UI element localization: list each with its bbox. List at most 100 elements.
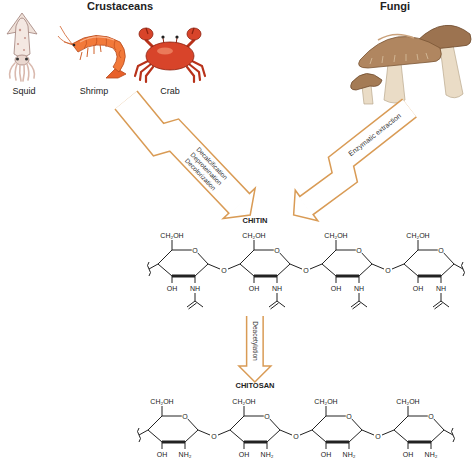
- chitosan-structure: [138, 406, 455, 449]
- chemical-group-label: CH₂OH: [232, 398, 256, 405]
- node-title: Crustaceans: [60, 0, 180, 13]
- crab-eye: [161, 35, 164, 38]
- chemical-group-label: O: [303, 267, 309, 274]
- crab-pincer: [146, 28, 194, 34]
- chemical-group-label: O: [221, 267, 227, 274]
- crab-eye: [175, 35, 178, 38]
- chemical-group-label: OH: [330, 285, 342, 292]
- chemical-group-label: OH: [156, 451, 168, 458]
- squid-spot: [17, 43, 19, 45]
- source-group: CrustaceansSquid ShrimpCrab: [0, 0, 210, 100]
- shrimp-antennae: [58, 26, 73, 45]
- sugar-ring: [148, 406, 198, 449]
- squid-eye: [16, 58, 19, 61]
- chemical-group-label: CH₂OH: [242, 232, 266, 239]
- chemical-group-label: CH₂OH: [314, 398, 338, 405]
- source-item: Crab: [135, 18, 205, 100]
- shrimp-illustration: [58, 26, 126, 78]
- squid-spot: [19, 29, 21, 31]
- mushroom-gills: [370, 53, 428, 64]
- mushroom-cap: [359, 36, 442, 68]
- squid-spot: [24, 37, 26, 39]
- chemical-group-label: O: [211, 433, 217, 440]
- sugar-ring: [322, 240, 372, 283]
- chemical-group-label: O: [274, 247, 280, 254]
- mushroom-illustration: [351, 25, 471, 104]
- sugar-ring: [240, 240, 290, 283]
- mushroom-cap: [351, 73, 382, 90]
- sugar-ring: [158, 240, 208, 283]
- chemical-group-label: O: [182, 413, 188, 420]
- source-caption: Shrimp: [55, 86, 133, 96]
- mushroom-highlight: [378, 34, 414, 40]
- chemical-group-label: CH₂OH: [160, 232, 184, 239]
- node-title: CHITIN: [225, 217, 285, 226]
- source-caption: Crab: [135, 86, 205, 96]
- acetyl-group: [269, 293, 285, 309]
- chemical-group-label: OH: [402, 451, 414, 458]
- chemical-group-label: O: [264, 413, 270, 420]
- crab-body: [146, 42, 194, 70]
- chemical-group-label: NH₂: [342, 451, 356, 458]
- process-arrow: [239, 316, 271, 382]
- chemical-group-label: NH: [353, 285, 364, 292]
- process-step-label: Enzymatic extraction: [347, 112, 403, 158]
- chemical-group-label: CH₂OH: [150, 398, 174, 405]
- chemical-group-label: O: [428, 413, 434, 420]
- source-caption: Squid: [0, 86, 48, 96]
- arrow-head: [239, 366, 271, 382]
- chemical-group-label: OH: [248, 285, 260, 292]
- source-item: Squid: [0, 18, 48, 100]
- chemical-group-label: O: [356, 247, 362, 254]
- sugar-ring: [394, 406, 444, 449]
- process-arrow: [126, 100, 255, 219]
- acetyl-group: [351, 293, 367, 309]
- arrow-band-fill: [247, 316, 262, 368]
- chemical-group-label: NH₂: [178, 451, 192, 458]
- product-structure: CHITIN: [140, 215, 474, 316]
- mushroom-stem: [440, 45, 463, 98]
- chemical-group-label: CH₂OH: [324, 232, 348, 239]
- chemical-group-label: O: [346, 413, 352, 420]
- node-title: Fungi: [365, 0, 425, 13]
- chemical-group-label: CH₂OH: [406, 232, 430, 239]
- chemical-group-label: NH₂: [424, 451, 438, 458]
- squid-eye: [25, 58, 28, 61]
- squid-mantle: [14, 18, 30, 57]
- squid-spot: [23, 49, 25, 51]
- chemical-group-label: O: [192, 247, 198, 254]
- process-step-label: Decalcification Deproteination Decoloriz…: [173, 135, 239, 202]
- squid-tentacles: [10, 63, 35, 81]
- source-group: Fungi: [345, 0, 474, 108]
- sugar-ring: [404, 240, 454, 283]
- chitin-structure: [148, 240, 465, 309]
- chemical-group-label: O: [375, 433, 381, 440]
- chain-end: [148, 262, 465, 276]
- chemical-group-label: NH: [271, 285, 282, 292]
- acetyl-group: [187, 293, 203, 309]
- mushroom-stem: [384, 63, 405, 103]
- sugar-ring: [312, 406, 362, 449]
- node-title: CHITOSAN: [225, 382, 285, 391]
- chemical-group-label: O: [385, 267, 391, 274]
- chemical-group-label: OH: [166, 285, 178, 292]
- chemical-group-label: NH: [189, 285, 200, 292]
- squid-illustration: [7, 13, 37, 81]
- arrow-band-fill: [305, 108, 409, 206]
- arrow-band-fill: [126, 100, 240, 204]
- chemical-group-label: NH₂: [260, 451, 274, 458]
- chemical-group-label: O: [293, 433, 299, 440]
- shrimp-body: [72, 35, 125, 72]
- process-step-label: Deacetylation: [251, 321, 259, 360]
- crab-highlight: [157, 48, 173, 55]
- source-item: Shrimp: [55, 18, 133, 100]
- chain-end: [138, 428, 455, 442]
- acetyl-group: [433, 293, 449, 309]
- chemical-group-label: O: [438, 247, 444, 254]
- crab-illustration: [135, 28, 205, 82]
